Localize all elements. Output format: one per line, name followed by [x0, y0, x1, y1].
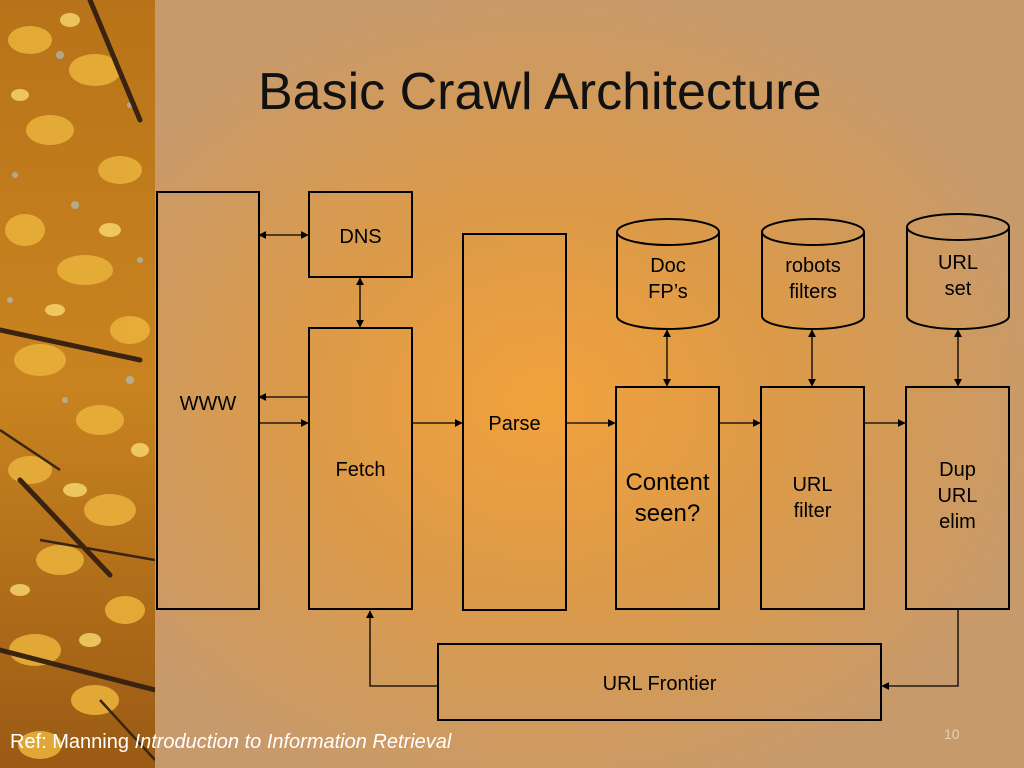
reference-prefix: Ref: Manning [10, 731, 135, 753]
doc-fps-cylinder [616, 218, 720, 330]
dup-url-elim-label: Dup URL elim [937, 459, 978, 533]
dns-label: DNS [339, 226, 382, 248]
url-filter-label: URL filter [792, 474, 833, 522]
fetch-label: Fetch [335, 459, 386, 481]
dup-url-elim-box [905, 386, 1010, 610]
robots-filters-label: robots filters [785, 255, 841, 303]
parse-label: Parse [488, 413, 541, 435]
autumn-leaves-image [0, 0, 155, 768]
url-set-label: URL set [937, 252, 978, 300]
page-number: 10 [944, 726, 960, 742]
url-frontier-label: URL Frontier [602, 673, 717, 695]
parse-box [462, 233, 567, 611]
url-set-cylinder [906, 213, 1010, 330]
slide-title: Basic Crawl Architecture [258, 63, 822, 121]
content-seen-label: Content seen? [625, 469, 710, 528]
arrow-frontier-fetch [366, 610, 437, 687]
reference-note: Ref: Manning Introduction to Information… [10, 731, 451, 754]
dns-box [308, 191, 413, 278]
doc-fps-label: Doc FP’s [648, 255, 688, 303]
arrow-dup-elim-frontier [881, 610, 959, 690]
fetch-box [308, 327, 413, 610]
url-frontier-box [437, 643, 882, 721]
www-label: WWW [179, 393, 237, 415]
reference-book-title: Introduction to Information Retrieval [134, 731, 452, 753]
content-seen-box [615, 386, 720, 610]
url-filter-box [760, 386, 865, 610]
www-box [156, 191, 260, 610]
robots-filters-cylinder [761, 218, 865, 330]
